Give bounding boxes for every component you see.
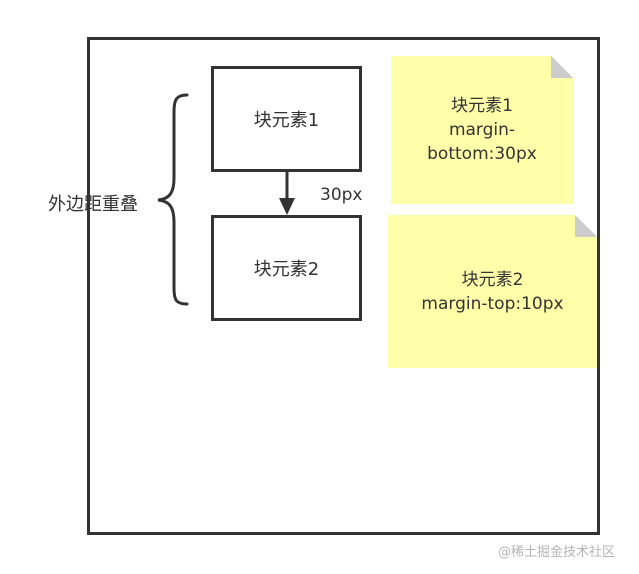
note-block1-title: 块元素1 bbox=[451, 96, 513, 116]
curly-brace bbox=[157, 93, 189, 306]
note-block1-margin-line2: bottom:30px bbox=[427, 144, 537, 164]
block-element-1: 块元素1 bbox=[211, 66, 362, 172]
margin-collapse-label: 外边距重叠 bbox=[48, 194, 138, 215]
note-block1-margin: 块元素1 margin- bottom:30px bbox=[391, 56, 573, 204]
margin-arrow-head bbox=[279, 198, 295, 215]
note-block2-margin: 块元素2 margin-top:10px bbox=[388, 215, 597, 368]
block-element-2: 块元素2 bbox=[211, 215, 362, 321]
note-block1-margin-line1: margin- bbox=[448, 120, 516, 140]
note-fold-corner bbox=[551, 56, 573, 78]
block-element-1-label: 块元素1 bbox=[253, 110, 320, 131]
watermark: @稀土掘金技术社区 bbox=[498, 545, 616, 560]
note-fold-corner bbox=[575, 215, 597, 237]
note-block2-margin-line: margin-top:10px bbox=[421, 293, 564, 314]
gap-value-label: 30px bbox=[320, 185, 363, 205]
block-element-2-label: 块元素2 bbox=[253, 259, 320, 280]
note-block2-title: 块元素2 bbox=[461, 269, 524, 290]
note-block1-text: 块元素1 margin- bottom:30px bbox=[409, 94, 555, 166]
note-block2-text: 块元素2 margin-top:10px bbox=[403, 268, 581, 316]
